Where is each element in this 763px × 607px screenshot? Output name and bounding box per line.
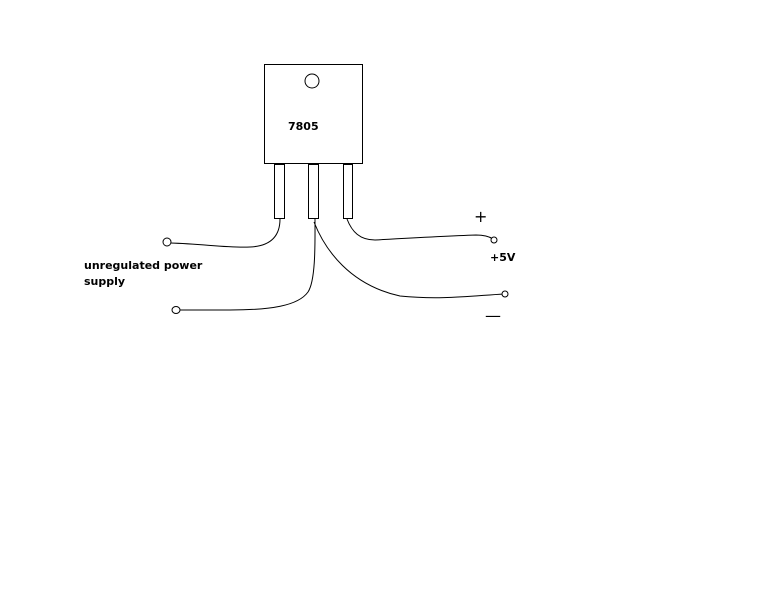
wire-input-ground [178,218,316,311]
terminal-output-positive [490,236,498,244]
minus-symbol: — [485,306,501,325]
plus-symbol: + [474,207,487,226]
regulator-pins [274,164,353,219]
terminal-output-ground [501,290,509,298]
terminal-input-ground [171,306,181,314]
wire-input-positive [169,218,281,248]
input-label-line2: supply [84,275,125,288]
wire-output-ground [313,221,505,299]
wire-output-positive [346,218,494,241]
input-label-line1: unregulated power [84,259,203,272]
pin-output [343,164,353,219]
mounting-hole [304,73,320,89]
pin-input [274,164,285,219]
regulator-label: 7805 [288,120,319,133]
pin-ground [308,164,319,219]
regulator-7805: 7805 [264,64,363,164]
output-voltage-label: +5V [490,251,516,264]
terminal-input-positive [162,237,172,247]
